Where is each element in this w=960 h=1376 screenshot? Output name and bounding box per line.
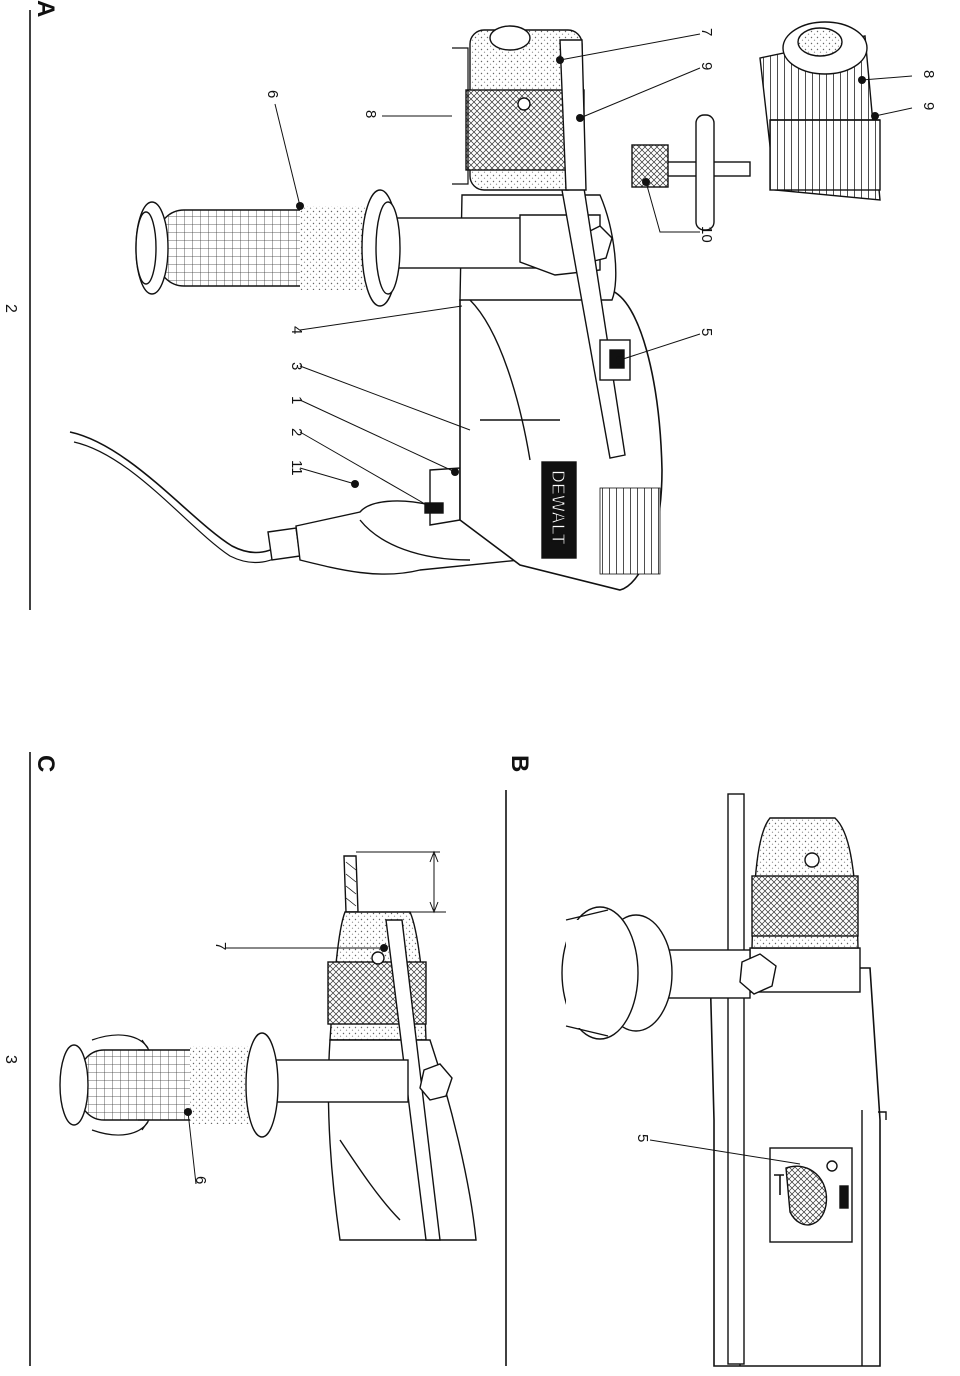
figure-letter-a: A — [32, 0, 59, 17]
brand-label: DEWALT — [541, 461, 577, 559]
figure-b-leader — [649, 1139, 801, 1165]
callout-9: 9 — [698, 62, 715, 70]
page-number-right: 3 — [2, 1055, 19, 1064]
callout-3: 3 — [288, 362, 305, 370]
c-hex-bolt — [419, 1063, 453, 1101]
c-rotation-arrow-bottom — [91, 1121, 149, 1136]
c-rotation-arrow-top — [91, 1034, 149, 1049]
detail-callout-8: 8 — [920, 70, 937, 78]
callout-7: 7 — [698, 28, 715, 36]
c-side-handle-grip — [59, 1032, 279, 1138]
vent-ribs — [599, 487, 661, 575]
figure-c-leaders — [187, 947, 384, 1185]
figure-letter-b: B — [506, 755, 533, 772]
c-callout-6: 6 — [192, 1176, 209, 1184]
figure-a-callout-labels: 6 8 7 9 10 8 9 4 3 1 2 11 5 — [264, 28, 937, 476]
power-cord — [69, 431, 293, 554]
callout-8: 8 — [362, 110, 379, 118]
chuck — [465, 25, 587, 191]
figure-a-leaders — [274, 33, 913, 509]
brand-wordmark: DEWALT — [548, 470, 568, 545]
b-callout-5: 5 — [634, 1134, 651, 1142]
c-handle-neck — [267, 1059, 409, 1103]
trigger — [429, 467, 461, 526]
side-handle-grip — [135, 189, 401, 307]
figure-a-dots — [296, 56, 879, 512]
c-drill-bit — [343, 855, 359, 913]
b-hex-bolt — [739, 953, 777, 995]
side-handle-neck — [384, 217, 546, 269]
detail-callout-9: 9 — [920, 102, 937, 110]
chuck-key — [631, 114, 751, 231]
figure-c — [59, 850, 477, 1241]
cord-sleeve — [267, 527, 301, 561]
figure-letter-c: C — [32, 755, 59, 772]
callout-10: 10 — [698, 226, 715, 243]
callout-5: 5 — [698, 328, 715, 336]
page-number-left: 2 — [2, 304, 19, 313]
b-depth-rod — [727, 793, 745, 1365]
c-depth-dimension — [356, 851, 446, 913]
c-callout-7: 7 — [212, 942, 229, 950]
callout-6: 6 — [264, 90, 281, 98]
callout-4: 4 — [288, 326, 305, 334]
callout-2: 2 — [288, 428, 305, 436]
figure-b — [561, 793, 887, 1367]
figure-c-dots — [184, 944, 388, 1116]
callout-11: 11 — [288, 460, 305, 476]
b-chuck — [751, 817, 859, 949]
callout-1: 1 — [288, 396, 305, 404]
b-selector-knob — [785, 1165, 828, 1226]
frame-lines — [29, 10, 507, 1366]
figure-a: DEWALT — [69, 21, 881, 591]
c-depth-rod — [385, 919, 441, 1241]
keyless-chuck — [759, 21, 881, 201]
